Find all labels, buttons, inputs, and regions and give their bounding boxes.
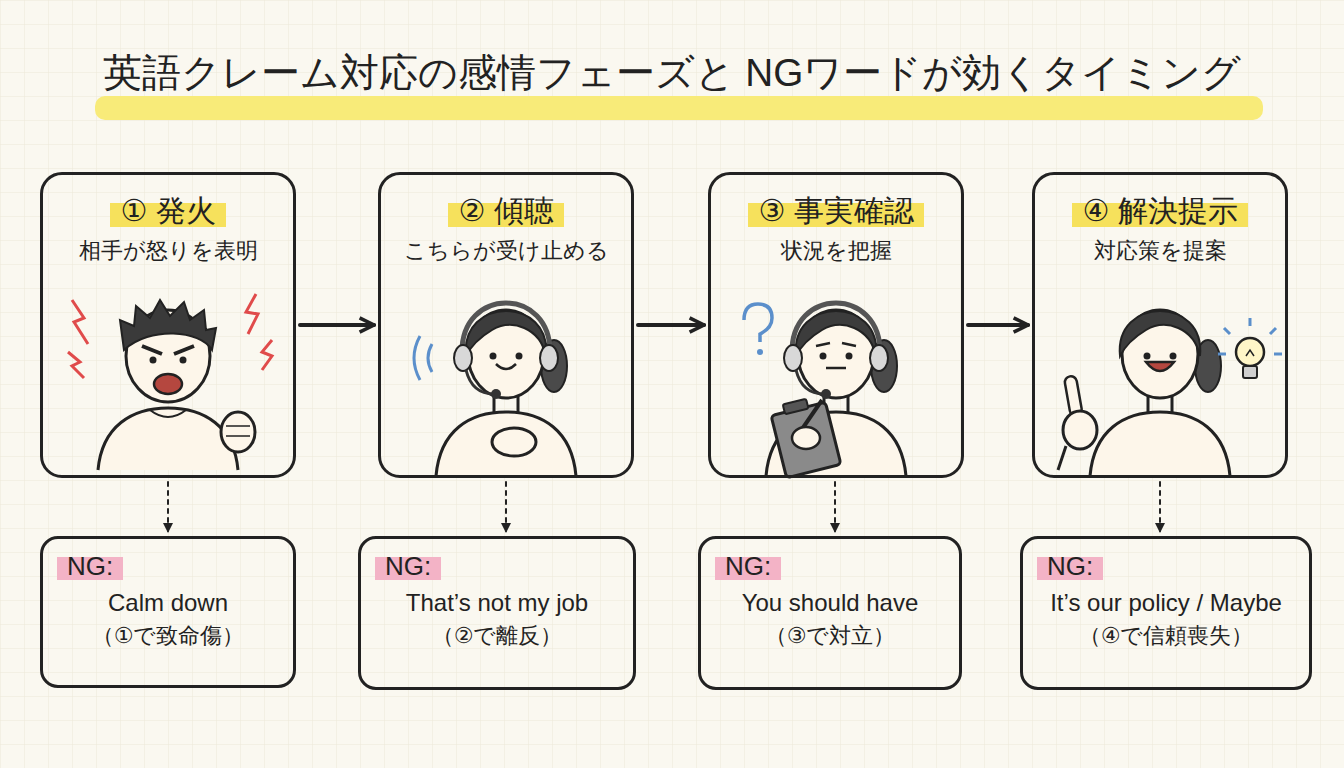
ng-consequence: （③で対立） [715, 621, 945, 651]
ng-label: NG: [715, 549, 781, 583]
phase-heading: ④ 解決提示 [1072, 191, 1247, 231]
dashed-arrow [1159, 482, 1161, 532]
ng-consequence: （②で離反） [375, 621, 619, 651]
ng-word-card: NG: Calm down（①で致命傷） [40, 536, 296, 688]
proposing-operator [1058, 310, 1282, 476]
phase-heading: ③ 事実確認 [748, 191, 923, 231]
ng-phrase: That’s not my job [375, 587, 619, 619]
checking-operator [744, 303, 906, 478]
ng-label: NG: [375, 549, 441, 583]
phase-card: ② 傾聴こちらが受け止める [378, 172, 634, 478]
ng-phrase: You should have [715, 587, 945, 619]
phase-description: 対応策を提案 [1045, 235, 1275, 267]
phase-card: ④ 解決提示対応策を提案 [1032, 172, 1288, 478]
angry-customer [68, 294, 272, 470]
ng-phrase: It’s our policy / Maybe [1037, 587, 1295, 619]
listening-operator [414, 303, 576, 476]
dashed-arrow [834, 482, 836, 532]
ng-phrase: Calm down [57, 587, 279, 619]
phase-description: こちらが受け止める [391, 235, 621, 267]
ng-consequence: （①で致命傷） [57, 621, 279, 651]
title-highlight [95, 96, 1263, 120]
flow-arrow [638, 323, 704, 327]
phase-card: ① 発火相手が怒りを表明 [40, 172, 296, 478]
ng-consequence: （④で信頼喪失） [1037, 621, 1295, 651]
phase-heading: ② 傾聴 [448, 191, 563, 231]
flow-arrow [968, 323, 1028, 327]
diagram-title: 英語クレーム対応の感情フェーズと NGワードが効くタイミング [0, 48, 1344, 98]
ng-word-card: NG: It’s our policy / Maybe（④で信頼喪失） [1020, 536, 1312, 690]
phase-description: 相手が怒りを表明 [53, 235, 283, 267]
flow-arrow [300, 323, 374, 327]
phase-description: 状況を把握 [721, 235, 951, 267]
ng-label: NG: [1037, 549, 1103, 583]
ng-label: NG: [57, 549, 123, 583]
ng-word-card: NG: You should have（③で対立） [698, 536, 962, 690]
phase-heading: ① 発火 [110, 191, 225, 231]
phase-card: ③ 事実確認状況を把握 [708, 172, 964, 478]
dashed-arrow [505, 482, 507, 532]
dashed-arrow [167, 482, 169, 532]
ng-word-card: NG: That’s not my job（②で離反） [358, 536, 636, 690]
